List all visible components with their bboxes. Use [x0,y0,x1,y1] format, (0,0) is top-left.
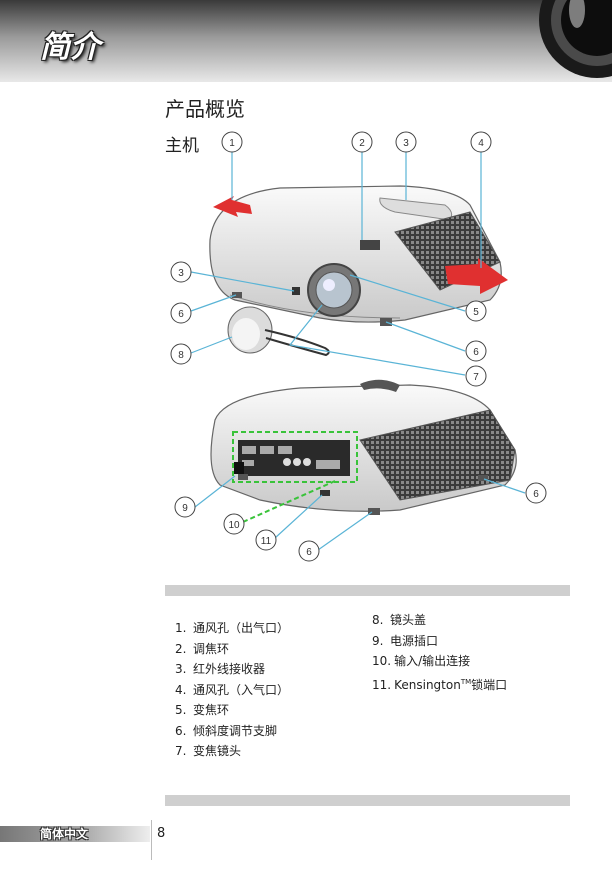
svg-text:5: 5 [473,307,479,318]
intake-arrow-icon [445,258,508,294]
section-subtitle: 主机 [165,136,199,156]
svg-text:6: 6 [533,489,539,500]
footer-language: 简体中文 [40,827,89,841]
list-bottom-bar [165,795,570,806]
svg-text:6: 6 [473,347,479,358]
svg-text:3: 3 [403,138,409,149]
footer-divider [151,820,152,860]
svg-text:6: 6 [306,547,312,558]
list-item: 5.变焦环 [175,703,230,717]
list-item: 3.红外线接收器 [175,662,266,676]
ir-receiver [292,287,300,295]
callout-1: 1 [221,131,243,153]
kensington-port [320,490,330,496]
parts-list-left: 1.通风孔（出气口） 2.调焦环 3.红外线接收器 4.通风孔（入气口） 5.变… [175,618,289,762]
callout-8: 8 [170,343,192,365]
footer-language-tab [0,826,150,842]
callout-6-rear-right: 6 [525,482,547,504]
svg-text:7: 7 [473,372,479,383]
list-item: 8.镜头盖 [372,613,427,627]
page-header-title: 简介 [40,30,100,65]
callout-2: 2 [351,131,373,153]
callout-9: 9 [174,496,196,518]
callout-markers: 1 2 3 4 3 6 5 8 6 7 9 6 10 11 6 [170,131,547,562]
header-banner: 简介 [0,0,612,82]
zoom-ring-control [360,240,380,250]
list-item: 10.输入/输出连接 [372,654,471,668]
projector-diagram: 1 2 3 4 3 6 5 8 6 7 9 6 10 11 6 [170,131,547,562]
svg-text:6: 6 [178,309,184,320]
svg-text:9: 9 [182,503,188,514]
callout-10: 10 [223,513,245,535]
exhaust-arrow-icon [213,196,252,217]
list-top-bar [165,585,570,596]
list-item: 9.电源插口 [372,633,439,648]
list-item: 11.KensingtonTM锁端口 [372,677,508,692]
callout-6-rear-bottom: 6 [298,540,320,562]
io-panel-outline [232,431,358,483]
list-item: 4.通风孔（入气口） [175,682,290,697]
callout-6-right: 6 [465,340,487,362]
list-item: 6.倾斜度调节支脚 [175,723,278,738]
callout-5: 5 [465,300,487,322]
callout-6-left: 6 [170,302,192,324]
lens-icon [539,0,612,78]
svg-text:3: 3 [178,268,184,279]
list-item: 7.变焦镜头 [175,744,242,758]
svg-text:4: 4 [478,138,484,149]
svg-text:11: 11 [261,536,272,547]
callout-lines [190,152,526,551]
projector-front-view [209,185,508,357]
svg-text:2: 2 [359,138,365,149]
power-socket [234,462,244,474]
callout-11: 11 [255,529,277,551]
callout-3-top: 3 [395,131,417,153]
list-item: 1.通风孔（出气口） [175,621,290,635]
callout-7: 7 [465,365,487,387]
callout-3-left: 3 [170,261,192,283]
list-item: 2.调焦环 [175,641,230,656]
svg-text:10: 10 [228,520,240,531]
projector-rear-view [210,379,517,515]
page-number: 8 [157,826,166,841]
svg-text:1: 1 [229,138,235,149]
callout-4: 4 [470,131,492,153]
parts-list-right: 8.镜头盖 9.电源插口 10.输入/输出连接 11.KensingtonTM锁… [372,610,507,692]
svg-text:8: 8 [178,350,184,361]
section-title: 产品概览 [165,97,245,121]
